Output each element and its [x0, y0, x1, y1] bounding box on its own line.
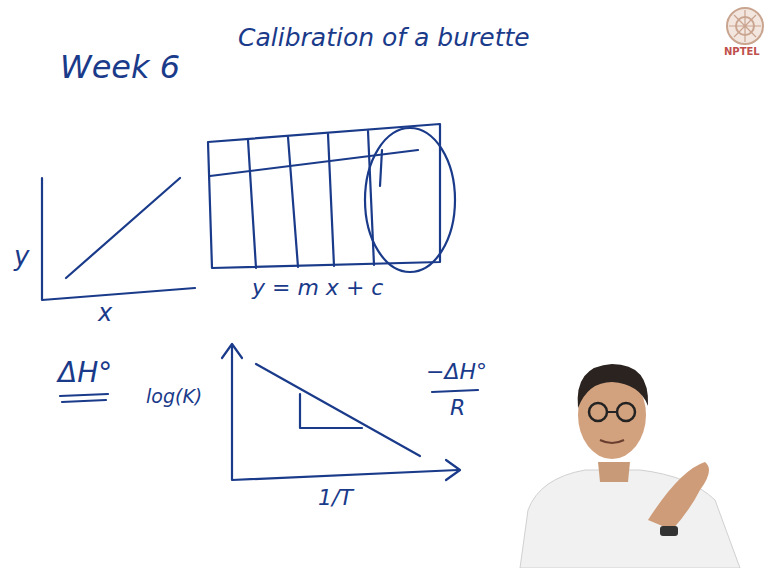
- circled-column: [365, 128, 455, 272]
- heading-text: Week 6: [60, 50, 180, 85]
- watermark: NPTEL: [724, 46, 760, 57]
- table-columns: [248, 131, 374, 268]
- slope-numerator: −ΔH°: [426, 360, 487, 384]
- axes: [232, 346, 458, 480]
- axis-label: y: [14, 242, 29, 271]
- arrow-head: [446, 460, 460, 480]
- arrow-head: [222, 344, 242, 358]
- slope-triangle: [300, 394, 362, 428]
- double-underline: [60, 394, 108, 402]
- nptel-logo: [727, 8, 763, 44]
- table-row: [210, 150, 418, 176]
- equation: y = m x + c: [252, 276, 383, 300]
- table-outline: [208, 124, 440, 268]
- fraction-bar: [432, 390, 478, 392]
- pen-mark: [380, 150, 382, 186]
- axes: [42, 178, 195, 300]
- axis-label: 1/T: [318, 486, 353, 510]
- falling-line: [256, 364, 420, 456]
- axis-label: x: [98, 300, 112, 326]
- slope-denominator: R: [450, 396, 465, 420]
- straight-line: [66, 178, 180, 278]
- topic-title: Calibration of a burette: [238, 24, 530, 52]
- symbol-label: ΔH°: [58, 358, 112, 389]
- lecturer: [520, 364, 740, 568]
- axis-label: log(K): [146, 386, 202, 407]
